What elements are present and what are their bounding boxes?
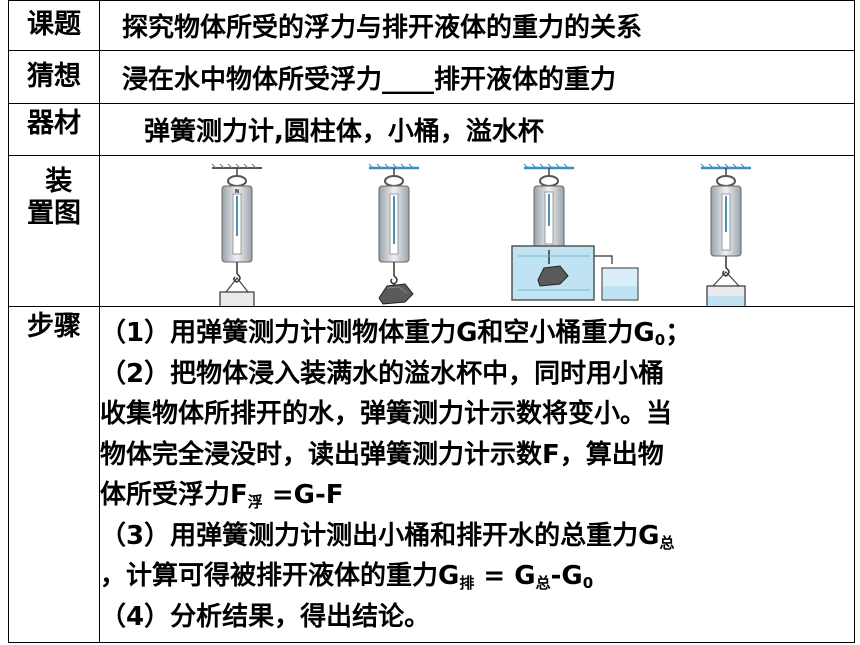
step-1-subscript: 0 bbox=[654, 331, 666, 349]
experiment-table: 课题 探究物体所受的浮力与排开液体的重力的关系 猜想 浸在水中物体所受浮力___… bbox=[8, 0, 855, 643]
step-3-line-2: ，计算可得被排开液体的重力G排 = G总-G0 bbox=[100, 556, 850, 597]
step-2-buoyancy-text: 体所受浮力F bbox=[100, 480, 248, 510]
topic-row: 课题 探究物体所受的浮力与排开液体的重力的关系 bbox=[8, 0, 855, 51]
steps-row: 步骤 （1）用弹簧测力计测物体重力G和空小桶重力G0； （2）把物体浸入装满水的… bbox=[8, 306, 855, 643]
apparatus-row: 装置图 bbox=[8, 155, 855, 307]
figure-4-spring-scale-bucket-water bbox=[700, 163, 751, 306]
figure-2-spring-scale-object bbox=[368, 163, 419, 305]
topic-value: 探究物体所受的浮力与排开液体的重力的关系 bbox=[99, 0, 855, 51]
step-1-text: （1）用弹簧测力计测物体重力G和空小桶重力G bbox=[100, 318, 655, 348]
hypothesis-blank[interactable]: ____ bbox=[382, 64, 435, 95]
apparatus-label-line2: 置图 bbox=[27, 198, 81, 230]
step-2-line-3: 物体完全浸没时，读出弹簧测力计示数F，算出物 bbox=[100, 439, 664, 470]
hypothesis-value: 浸在水中物体所受浮力____排开液体的重力 bbox=[99, 50, 855, 104]
apparatus-cell: N bbox=[99, 155, 855, 307]
step-3-sub-3: 0 bbox=[582, 574, 594, 592]
steps-label: 步骤 bbox=[8, 306, 100, 643]
step-2-line-2: 收集物体所排开的水，弹簧测力计示数将变小。当 bbox=[100, 399, 673, 429]
step-2-line-1: （2）把物体浸入装满水的溢水杯中，同时用小桶 bbox=[100, 358, 665, 389]
step-1: （1）用弹簧测力计测物体重力G和空小桶重力G0； bbox=[100, 313, 850, 354]
figure-1-spring-scale-bucket: N bbox=[211, 163, 262, 306]
scale-unit-label: N bbox=[235, 189, 239, 195]
step-2-formula: =G-F bbox=[262, 480, 344, 510]
step-3-minus: -G bbox=[550, 561, 583, 591]
steps-content: （1）用弹簧测力计测物体重力G和空小桶重力G0； （2）把物体浸入装满水的溢水杯… bbox=[99, 306, 855, 643]
step-3-line-1: （3）用弹簧测力计测出小桶和排开水的总重力G总 bbox=[100, 516, 850, 557]
step-3-eq: = G bbox=[474, 561, 536, 591]
hypothesis-row: 猜想 浸在水中物体所受浮力____排开液体的重力 bbox=[8, 50, 855, 104]
apparatus-label-line1: 装 bbox=[45, 166, 73, 197]
hypothesis-text-after: 排开液体的重力 bbox=[434, 64, 617, 95]
apparatus-label: 装置图 bbox=[8, 155, 100, 307]
step-1-end: ； bbox=[665, 318, 692, 348]
materials-label: 器材 bbox=[8, 103, 100, 156]
figure-3-overflow-cup bbox=[511, 163, 639, 301]
apparatus-svg: N bbox=[211, 163, 751, 306]
step-2-line-4: 体所受浮力F浮 =G-F bbox=[100, 475, 850, 516]
hypothesis-label: 猜想 bbox=[8, 50, 100, 104]
step-3-text: （3）用弹簧测力计测出小桶和排开水的总重力G bbox=[100, 520, 660, 551]
step-3-subscript: 总 bbox=[659, 533, 675, 552]
materials-row: 器材 弹簧测力计,圆柱体，小桶，溢水杯 bbox=[8, 103, 855, 156]
topic-label: 课题 bbox=[8, 0, 100, 51]
apparatus-figures: N bbox=[100, 156, 854, 306]
step-2-buoyancy-subscript: 浮 bbox=[247, 493, 263, 511]
step-3-sub-1: 排 bbox=[459, 574, 475, 592]
step-3-calc-text: ，计算可得被排开液体的重力G bbox=[100, 561, 460, 591]
step-4: （4）分析结果，得出结论。 bbox=[100, 601, 431, 632]
step-3-sub-2: 总 bbox=[535, 574, 551, 592]
hypothesis-text-before: 浸在水中物体所受浮力 bbox=[122, 64, 383, 95]
materials-value: 弹簧测力计,圆柱体，小桶，溢水杯 bbox=[99, 103, 855, 156]
